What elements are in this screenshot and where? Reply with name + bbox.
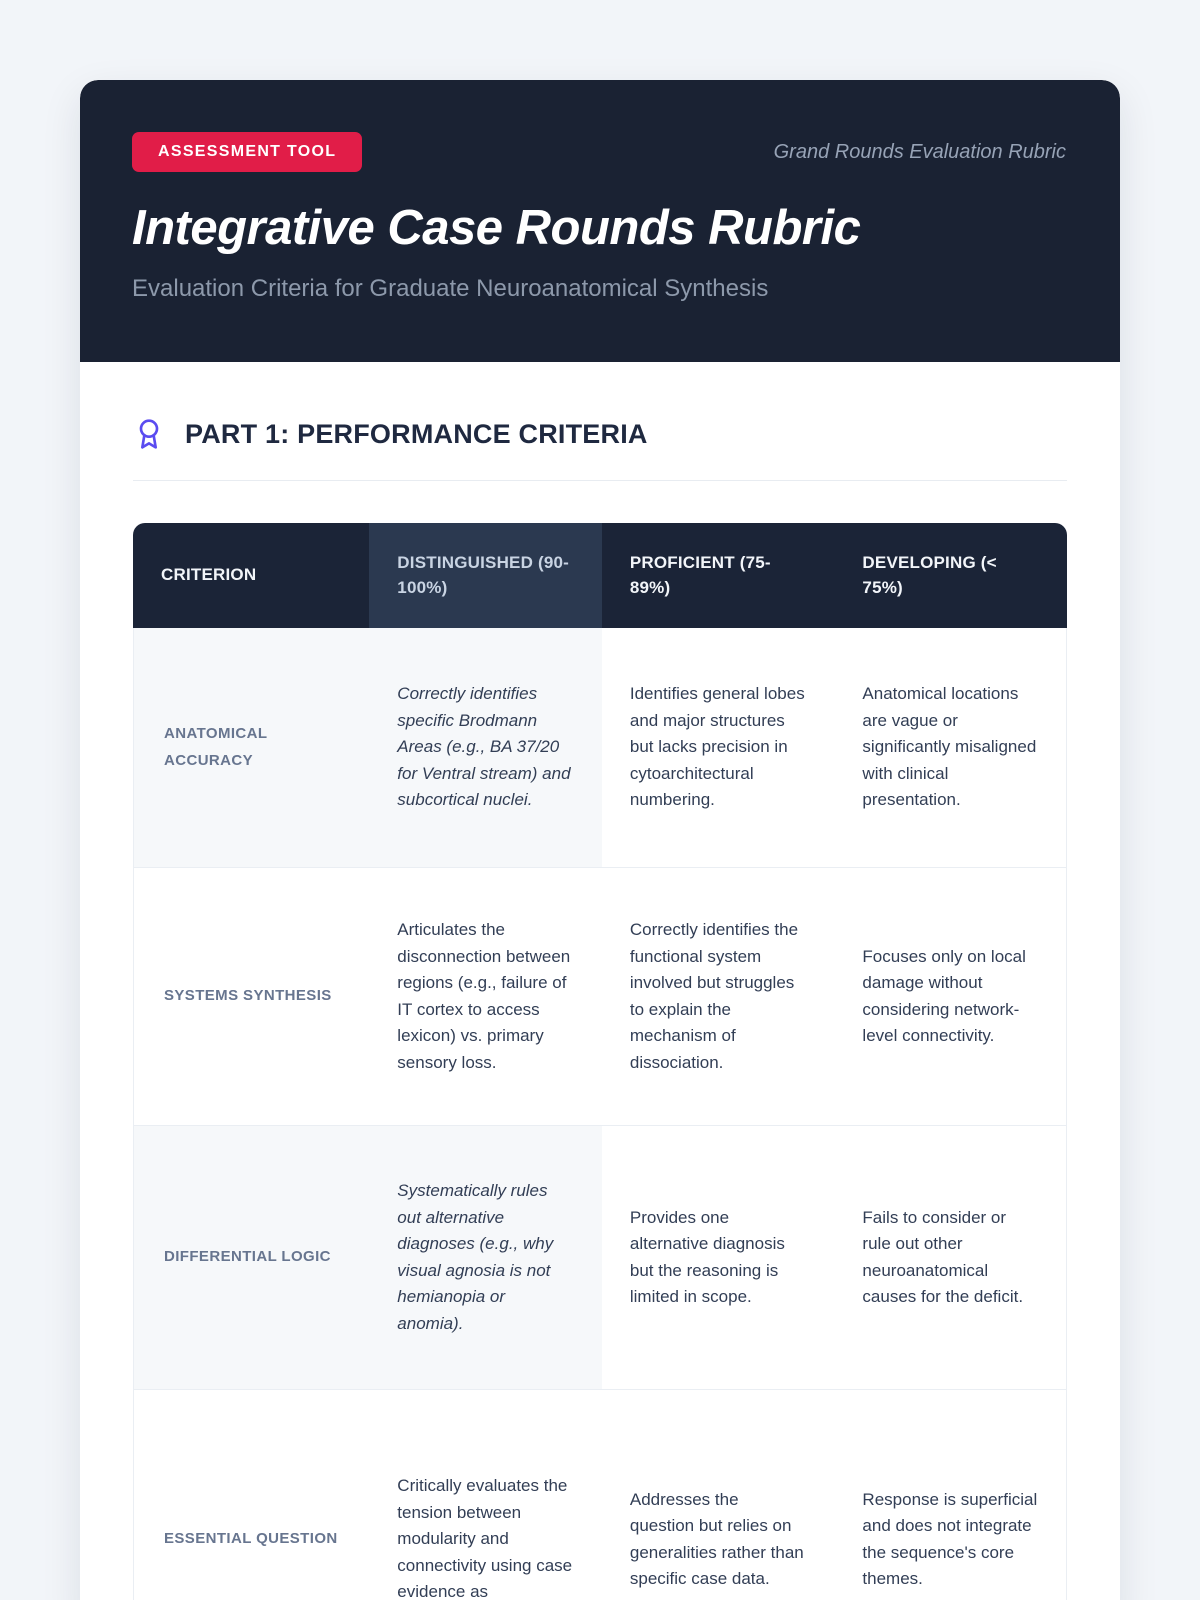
criterion-label: ANATOMICAL ACCURACY xyxy=(133,628,370,869)
document-body: PART 1: PERFORMANCE CRITERIA CRITERION D… xyxy=(80,362,1120,1600)
header-row: CRITERION DISTINGUISHED (90-100%) PROFIC… xyxy=(133,523,1067,629)
proficient-cell: Identifies general lobes and major struc… xyxy=(601,628,835,869)
document-meta: Grand Rounds Evaluation Rubric xyxy=(773,140,1066,163)
proficient-cell: Addresses the question but relies on gen… xyxy=(601,1390,835,1600)
column-header-distinguished: DISTINGUISHED (90-100%) xyxy=(369,523,602,629)
table-row-anatomical-accuracy: ANATOMICAL ACCURACY Correctly identifies… xyxy=(133,628,1067,869)
header-top-row: ASSESSMENT TOOL Grand Rounds Evaluation … xyxy=(132,132,1066,172)
rubric-table: CRITERION DISTINGUISHED (90-100%) PROFIC… xyxy=(133,523,1067,1600)
document-card: ASSESSMENT TOOL Grand Rounds Evaluation … xyxy=(80,80,1120,1600)
developing-cell: Fails to consider or rule out other neur… xyxy=(834,1126,1067,1391)
developing-cell: Anatomical locations are vague or signif… xyxy=(834,628,1067,869)
criterion-label: SYSTEMS SYNTHESIS xyxy=(133,868,370,1127)
proficient-cell: Provides one alternative diagnosis but t… xyxy=(601,1126,835,1391)
criterion-label: DIFFERENTIAL LOGIC xyxy=(133,1126,370,1391)
distinguished-cell: Critically evaluates the tension between… xyxy=(369,1390,602,1600)
section-divider xyxy=(133,480,1067,482)
developing-cell: Response is superficial and does not int… xyxy=(834,1390,1067,1600)
distinguished-cell: Articulates the disconnection between re… xyxy=(369,868,602,1127)
table-row-differential-logic: DIFFERENTIAL LOGIC Systematically rules … xyxy=(133,1126,1067,1391)
developing-cell: Focuses only on local damage without con… xyxy=(834,868,1067,1127)
criterion-label: ESSENTIAL QUESTION xyxy=(133,1390,370,1600)
section-heading: PART 1: PERFORMANCE CRITERIA xyxy=(133,418,1067,450)
document-subtitle: Evaluation Criteria for Graduate Neuroan… xyxy=(132,274,769,302)
table-row-essential-question: ESSENTIAL QUESTION Critically evaluates … xyxy=(133,1390,1067,1600)
assessment-tool-badge: ASSESSMENT TOOL xyxy=(132,132,363,172)
document-header: ASSESSMENT TOOL Grand Rounds Evaluation … xyxy=(80,80,1120,363)
rubric-table-body: ANATOMICAL ACCURACY Correctly identifies… xyxy=(133,628,1067,1600)
proficient-cell: Correctly identifies the functional syst… xyxy=(601,868,835,1127)
rubric-table-header: CRITERION DISTINGUISHED (90-100%) PROFIC… xyxy=(133,523,1067,629)
column-header-proficient: PROFICIENT (75-89%) xyxy=(601,523,835,629)
award-ribbon-icon xyxy=(139,419,159,449)
distinguished-cell: Correctly identifies specific Brodmann A… xyxy=(369,628,602,869)
table-row-systems-synthesis: SYSTEMS SYNTHESIS Articulates the discon… xyxy=(133,868,1067,1127)
column-header-criterion: CRITERION xyxy=(133,523,370,629)
document-title: Integrative Case Rounds Rubric xyxy=(132,201,861,255)
section-title: PART 1: PERFORMANCE CRITERIA xyxy=(185,418,648,449)
column-header-developing: DEVELOPING (< 75%) xyxy=(834,523,1067,629)
distinguished-cell: Systematically rules out alternative dia… xyxy=(369,1126,602,1391)
